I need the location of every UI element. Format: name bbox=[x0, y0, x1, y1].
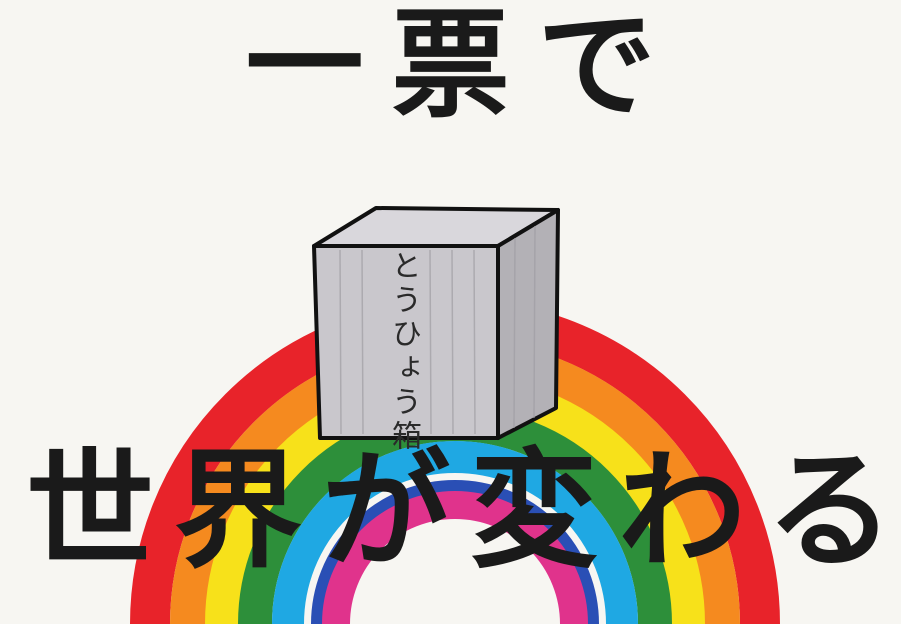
slogan-char: が bbox=[321, 437, 450, 586]
rainbow-pink-band bbox=[322, 491, 588, 624]
slogan-line: 世 界 が 変 わ る bbox=[20, 448, 900, 576]
slogan-char: わ bbox=[617, 437, 746, 586]
ballot-box bbox=[312, 206, 560, 440]
rainbow-light-blue-band bbox=[272, 441, 638, 624]
headline-text: 一票で bbox=[245, 0, 684, 134]
slogan-char: 界 bbox=[173, 437, 302, 586]
ballot-box-side bbox=[496, 208, 560, 440]
ballot-box-label: とうひょう箱 bbox=[386, 250, 421, 454]
slogan-char: る bbox=[765, 437, 894, 586]
slogan-char: 世 bbox=[25, 437, 154, 586]
rainbow-blue-band bbox=[311, 480, 599, 624]
slogan-char: 変 bbox=[469, 437, 598, 586]
